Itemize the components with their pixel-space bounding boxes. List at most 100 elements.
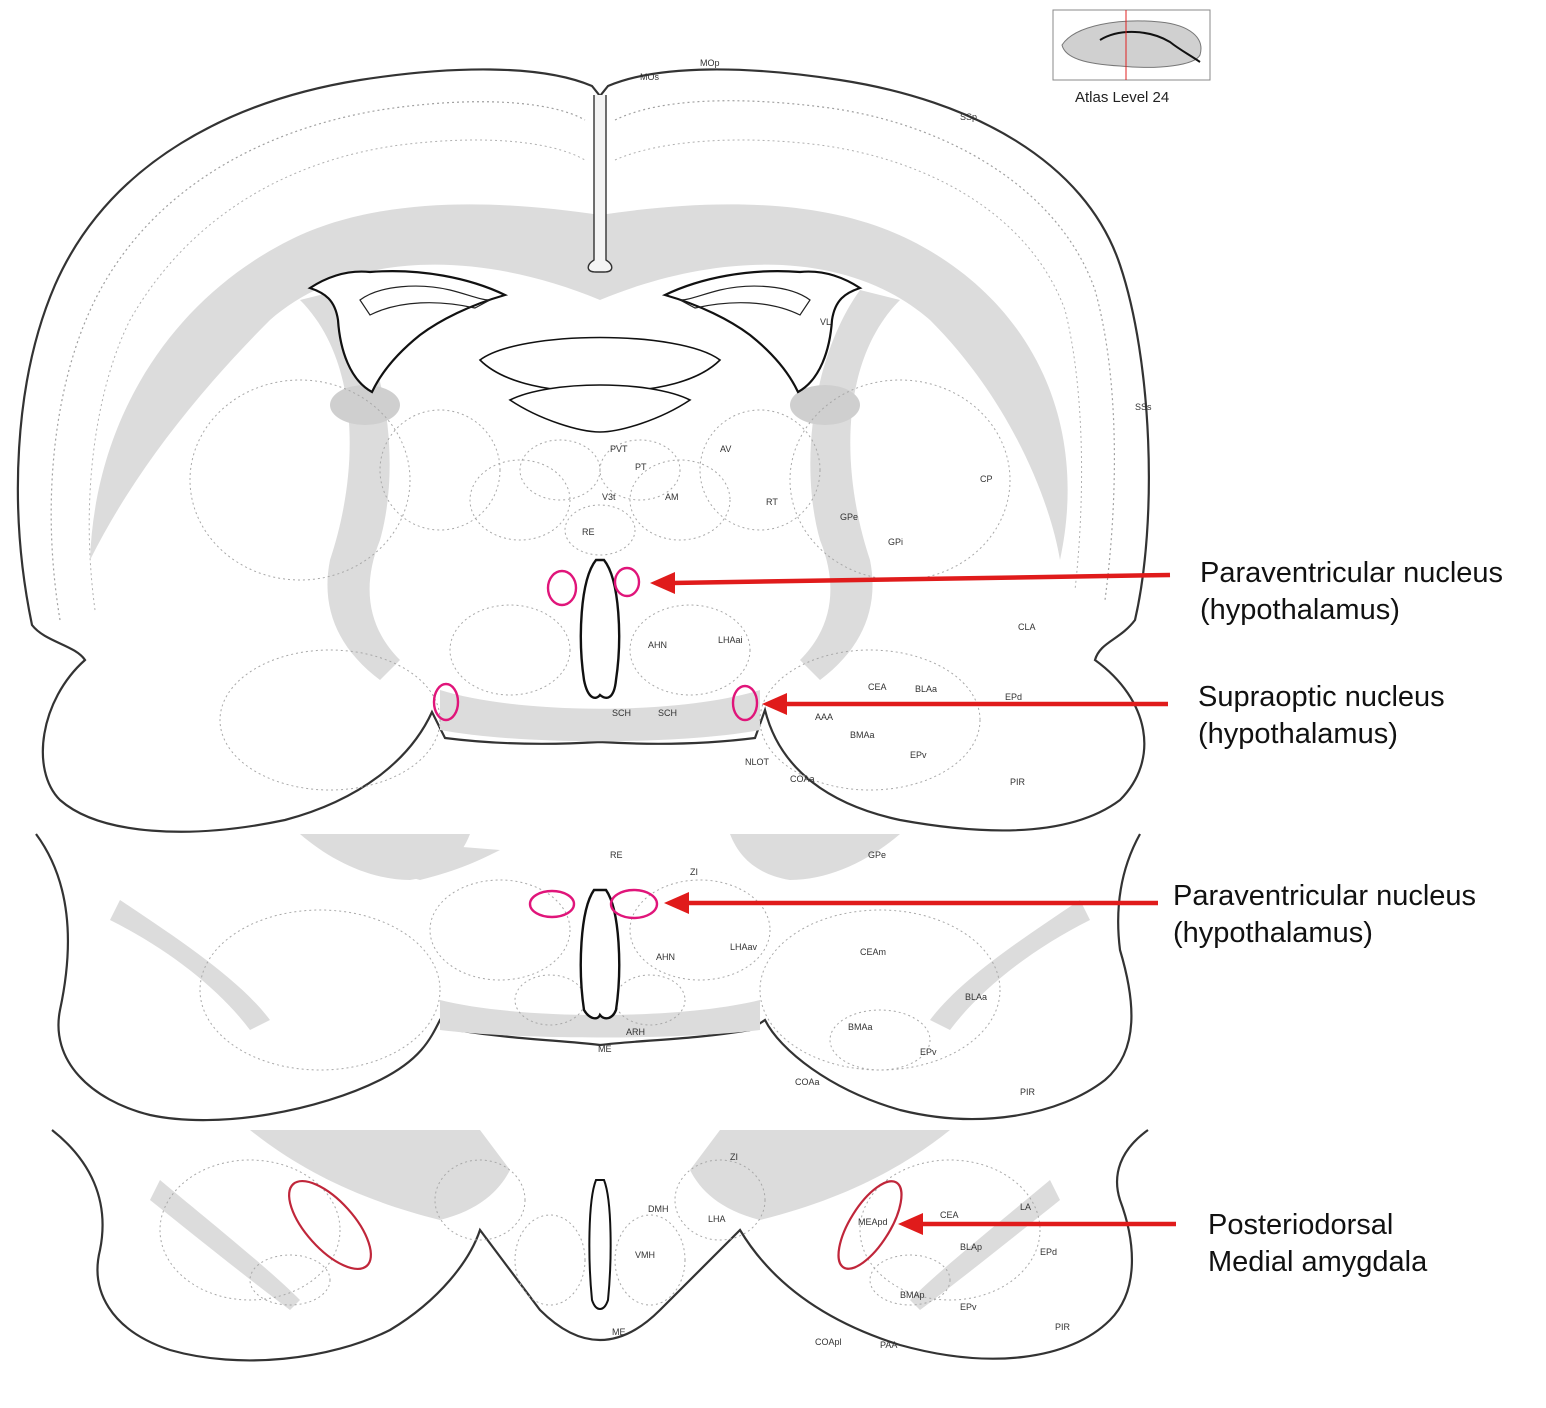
svg-text:RT: RT <box>766 497 778 507</box>
svg-text:LHAai: LHAai <box>718 635 743 645</box>
svg-text:MEApd: MEApd <box>858 1217 888 1227</box>
svg-text:EPv: EPv <box>910 750 927 760</box>
callout-line-2: Medial amygdala <box>1208 1246 1428 1278</box>
callout-line-1: Paraventricular nucleus <box>1200 557 1504 589</box>
svg-text:CEAm: CEAm <box>860 947 886 957</box>
middle-section: RE ZI GPe LHAav AHN BMAa EPv BLAa PIR CO… <box>35 833 1141 1122</box>
callout-line-2: (hypothalamus) <box>1198 718 1398 750</box>
svg-text:EPd: EPd <box>1005 692 1022 702</box>
svg-text:MOp: MOp <box>700 58 720 68</box>
svg-text:GPe: GPe <box>868 850 886 860</box>
svg-text:CEA: CEA <box>868 682 887 692</box>
svg-text:BLAa: BLAa <box>915 684 937 694</box>
svg-text:EPv: EPv <box>960 1302 977 1312</box>
svg-text:PAA: PAA <box>880 1340 897 1350</box>
callout-supraoptic: Supraoptic nucleus (hypothalamus) <box>1198 679 1445 753</box>
callout-line-2: (hypothalamus) <box>1200 594 1400 626</box>
svg-text:VMH: VMH <box>635 1250 655 1260</box>
svg-text:COAa: COAa <box>790 774 815 784</box>
svg-text:NLOT: NLOT <box>745 757 770 767</box>
svg-text:RE: RE <box>610 850 623 860</box>
svg-text:CP: CP <box>980 474 993 484</box>
svg-text:DMH: DMH <box>648 1204 669 1214</box>
svg-text:SCH: SCH <box>612 708 631 718</box>
callout-line-1: Supraoptic nucleus <box>1198 681 1445 713</box>
bottom-section-labels: ZI LHA DMH VMH ME MEApd CEA LA BLAp BMAp… <box>612 1152 1071 1350</box>
third-ventricle-bottom <box>588 1179 612 1310</box>
pvh-marker-left-top <box>546 569 578 607</box>
svg-text:GPe: GPe <box>840 512 858 522</box>
svg-text:PVT: PVT <box>610 444 628 454</box>
atlas-level-caption: Atlas Level 24 <box>1075 89 1170 106</box>
svg-text:ME: ME <box>598 1044 612 1054</box>
svg-text:ZI: ZI <box>730 1152 738 1162</box>
pvh-marker-right-top <box>613 566 641 598</box>
top-section-labels: PVT PT AV AM RT RE CP GPe GPi LHAai AHN … <box>582 58 1152 787</box>
svg-text:COAa: COAa <box>795 1077 820 1087</box>
svg-text:AHN: AHN <box>648 640 667 650</box>
svg-text:EPv: EPv <box>920 1047 937 1057</box>
so-marker-right <box>731 684 759 722</box>
svg-text:COApl: COApl <box>815 1337 842 1347</box>
svg-text:AV: AV <box>720 444 731 454</box>
svg-text:SSs: SSs <box>1135 402 1152 412</box>
svg-text:MOs: MOs <box>640 72 659 82</box>
arrowhead-son <box>762 693 787 715</box>
arrowhead-mepd <box>898 1213 923 1235</box>
pvh-marker-left-mid <box>528 889 576 919</box>
svg-text:BLAp: BLAp <box>960 1242 982 1252</box>
so-marker-left <box>432 682 460 722</box>
bottom-section: ZI LHA DMH VMH ME MEApd CEA LA BLAp BMAp… <box>51 1129 1149 1362</box>
svg-text:LHAav: LHAav <box>730 942 758 952</box>
mepd-marker-right <box>837 1180 903 1270</box>
svg-text:ME: ME <box>612 1327 626 1337</box>
svg-text:AAA: AAA <box>815 712 833 722</box>
svg-text:SCH: SCH <box>658 708 677 718</box>
svg-text:AHN: AHN <box>656 952 675 962</box>
svg-text:SSp: SSp <box>960 112 977 122</box>
mepd-marker-left <box>288 1179 372 1271</box>
svg-text:BMAa: BMAa <box>848 1022 873 1032</box>
lateral-ventricle-right <box>661 270 863 394</box>
svg-text:EPd: EPd <box>1040 1247 1057 1257</box>
svg-text:AM: AM <box>665 492 679 502</box>
middle-section-labels: RE ZI GPe LHAav AHN BMAa EPv BLAa PIR CO… <box>598 850 1036 1097</box>
svg-text:CLA: CLA <box>1018 622 1036 632</box>
arrowhead-pvh-top <box>650 572 675 594</box>
top-section: PVT PT AV AM RT RE CP GPe GPi LHAai AHN … <box>16 9 1211 833</box>
callout-paraventricular-mid: Paraventricular nucleus (hypothalamus) <box>1173 878 1476 952</box>
svg-text:PIR: PIR <box>1010 777 1026 787</box>
svg-text:GPi: GPi <box>888 537 903 547</box>
svg-text:LA: LA <box>1020 1202 1031 1212</box>
callout-line-2: (hypothalamus) <box>1173 917 1373 949</box>
svg-text:PIR: PIR <box>1020 1087 1036 1097</box>
arrowhead-pvh-mid <box>664 892 689 914</box>
callout-posteriodorsal-medial-amygdala: Posteriodorsal Medial amygdala <box>1208 1207 1427 1281</box>
atlas-level-inset <box>1052 9 1211 81</box>
corpus-callosum <box>90 204 1068 560</box>
callout-line-1: Paraventricular nucleus <box>1173 880 1477 912</box>
svg-text:ARH: ARH <box>626 1027 645 1037</box>
pvh-marker-right-mid <box>609 888 659 920</box>
svg-text:BLAa: BLAa <box>965 992 987 1002</box>
svg-text:BMAp: BMAp <box>900 1290 925 1300</box>
svg-text:RE: RE <box>582 527 595 537</box>
svg-text:ZI: ZI <box>690 867 698 877</box>
arrow-pvh-top <box>671 572 1171 586</box>
svg-text:LHA: LHA <box>708 1214 726 1224</box>
svg-text:PT: PT <box>635 462 647 472</box>
callout-line-1: Posteriodorsal <box>1208 1209 1394 1241</box>
svg-text:BMAa: BMAa <box>850 730 875 740</box>
svg-text:VL: VL <box>820 317 831 327</box>
callout-paraventricular-top: Paraventricular nucleus (hypothalamus) <box>1200 555 1503 629</box>
svg-text:PIR: PIR <box>1055 1322 1071 1332</box>
third-ventricle-middle <box>579 888 621 1020</box>
svg-text:CEA: CEA <box>940 1210 959 1220</box>
svg-text:V3t: V3t <box>602 492 616 502</box>
lateral-ventricle-left <box>307 270 509 394</box>
third-ventricle-dorsal <box>478 336 722 393</box>
third-ventricle-ventral <box>579 558 621 699</box>
arrows <box>650 572 1176 1235</box>
